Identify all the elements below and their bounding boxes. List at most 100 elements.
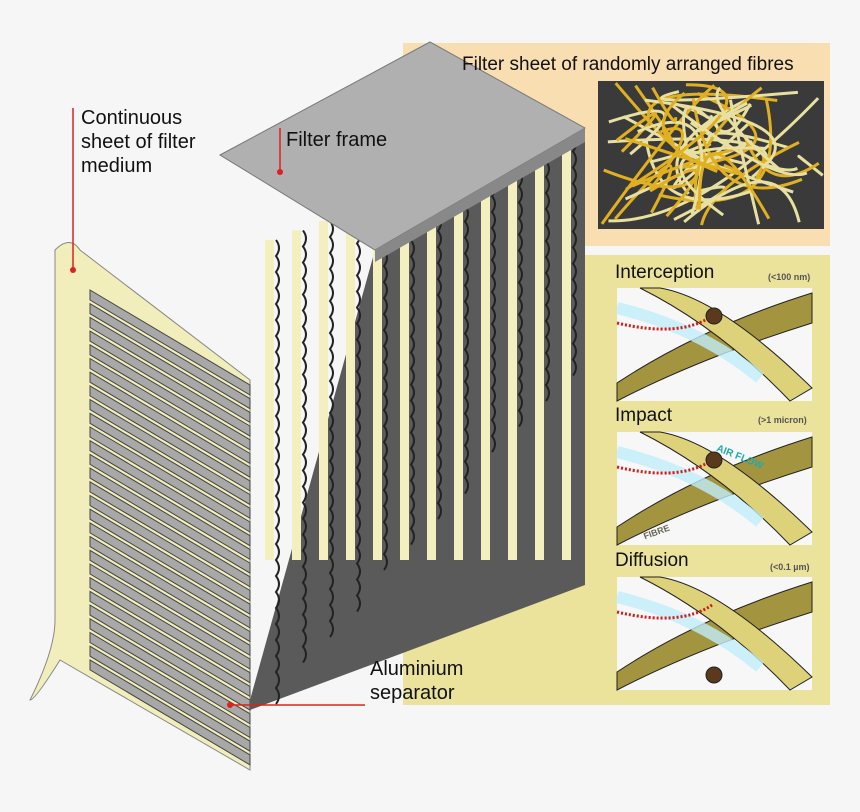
fibre [675, 99, 747, 195]
aluminium-separator [89, 576, 251, 684]
particle-path [616, 458, 713, 475]
separator-edge [409, 191, 415, 546]
impact-size: (>1 micron) [758, 415, 807, 425]
air-flow-arrow [615, 446, 764, 527]
diffusion-size: (<0.1 µm) [770, 562, 810, 572]
aluminium-separator [89, 398, 251, 506]
aluminium-separator [89, 412, 251, 520]
fibre [797, 154, 824, 177]
pleats-group [265, 134, 577, 705]
leader-dots [70, 169, 283, 708]
aluminium-separator [89, 330, 251, 437]
aluminium-separator [89, 385, 251, 492]
fibre [683, 180, 801, 224]
fibre [728, 99, 761, 225]
separator-edge [544, 144, 550, 402]
pleat [292, 230, 301, 560]
fibre [698, 152, 771, 220]
aluminium-separator [89, 549, 251, 657]
leader-lines [72, 108, 365, 706]
fibre-strand [639, 287, 813, 402]
aluminium-separator [89, 535, 251, 643]
separator-edge [463, 172, 469, 495]
aluminium-separator [89, 590, 251, 698]
continuous-sheet-line: medium [81, 155, 153, 177]
aluminium-separator [89, 563, 251, 670]
aluminium-separator [89, 426, 251, 533]
filter-frame-label: Filter frame [286, 129, 388, 151]
mechanism-inset [615, 576, 813, 691]
fibre [608, 97, 820, 223]
pleat [481, 164, 490, 560]
separator-edge [571, 134, 577, 377]
interception-title: Interception [615, 262, 715, 283]
fibre [648, 127, 684, 191]
separator-edge [382, 201, 388, 571]
fibre-strand [639, 431, 813, 546]
aluminium-separator [89, 522, 251, 629]
pleat [373, 202, 382, 560]
pleat [535, 145, 544, 560]
aluminium-separator [89, 289, 251, 396]
separator-edge [490, 163, 496, 453]
interception-size: (<100 nm) [768, 272, 811, 282]
fibre [608, 109, 666, 156]
particle [705, 451, 723, 469]
insets-group [615, 287, 813, 691]
aluminium-separator [89, 480, 251, 588]
pleat [562, 135, 571, 560]
separator-edge [355, 210, 361, 613]
particle [705, 307, 723, 325]
aluminium-separator [89, 645, 251, 753]
fibre-image-border [596, 79, 826, 231]
fibre [669, 102, 808, 177]
air-flow-arrow [615, 302, 764, 383]
separator-edge [328, 220, 334, 638]
fibre [600, 84, 716, 225]
continuous-sheet-line: Continuous [81, 107, 183, 129]
fibre-strand [639, 576, 813, 691]
fibre [651, 86, 678, 123]
frame-edge [375, 128, 585, 262]
particle [705, 666, 723, 684]
pleat [508, 154, 517, 560]
aluminium-separator [89, 371, 251, 479]
aluminium-separator [89, 659, 251, 766]
separators-group [89, 289, 251, 766]
pleat [319, 221, 328, 560]
separator-edge [274, 239, 280, 705]
separator-edge [436, 182, 442, 520]
particle-path [616, 603, 713, 620]
aluminium-separator [89, 453, 251, 561]
pleat [265, 240, 274, 560]
fibre [637, 120, 704, 215]
aluminium-separator [89, 508, 251, 616]
fibre [715, 86, 784, 174]
separator-line: separator [370, 682, 455, 704]
aluminium-separator [89, 357, 251, 465]
fibre [624, 137, 743, 176]
continuous-sheet-line: sheet of filter [81, 131, 196, 153]
mechanism-inset [615, 431, 813, 546]
aluminium-separator [89, 302, 251, 410]
separator-edge [517, 153, 523, 428]
impact-title: Impact [615, 405, 673, 426]
air-flow-arrow [615, 591, 764, 672]
aluminium-separator [89, 439, 251, 547]
fibre-sheet-title: Filter sheet of randomly arranged fibres [462, 54, 794, 75]
pleat [427, 183, 436, 560]
fibre [649, 168, 698, 218]
particle-path [616, 314, 713, 331]
aluminium-separator [89, 316, 251, 424]
fibre [615, 112, 657, 153]
mechanism-inset [615, 287, 813, 402]
fibres-group [596, 79, 826, 231]
aluminium-separator [89, 617, 251, 725]
separator-line: Aluminium [370, 658, 464, 680]
aluminium-separator [89, 343, 251, 451]
pleat [346, 211, 355, 560]
aluminium-separator [89, 467, 251, 574]
